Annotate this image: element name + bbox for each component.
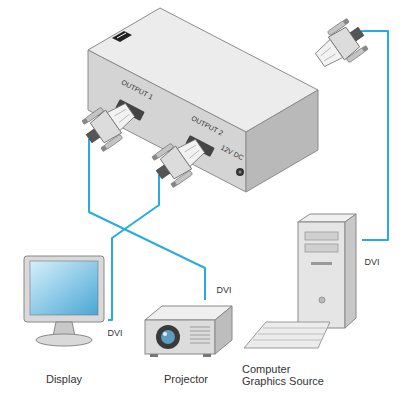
projector (190, 339, 210, 340)
computer (305, 232, 338, 240)
device-label: Projector (130, 373, 242, 386)
projector (215, 306, 232, 354)
projector (161, 330, 175, 344)
power-jack (239, 171, 242, 174)
dvi-plug (148, 130, 211, 190)
projector (190, 327, 210, 328)
projector (163, 332, 167, 336)
signal-label: DVI (105, 328, 124, 339)
computer (253, 328, 326, 340)
dvi-cable (158, 175, 160, 195)
computer (258, 334, 324, 335)
dvi-plug (309, 16, 372, 76)
signal-label: DVI (362, 257, 381, 268)
projector (150, 354, 158, 357)
power-jack (236, 168, 244, 176)
computer (253, 340, 322, 341)
display-monitor (24, 256, 104, 322)
distribution-amplifier (246, 90, 318, 192)
splitter-device: OUTPUT 1 OUTPUT 2 12V DC (60, 5, 365, 195)
computer (244, 322, 330, 348)
dvi-plug (78, 94, 141, 154)
projector (190, 327, 210, 343)
signal-label: DVI (214, 285, 233, 296)
display-monitor (24, 256, 104, 346)
projector (190, 331, 210, 332)
projector (190, 335, 210, 336)
projector (156, 325, 180, 349)
computer (311, 262, 332, 265)
projector (145, 306, 232, 357)
brand-logo (112, 31, 132, 42)
projector-node: Projector (130, 300, 242, 390)
projector (145, 320, 215, 354)
computer (263, 328, 326, 329)
projector (203, 354, 211, 357)
distribution-amplifier (88, 8, 318, 192)
display-monitor (36, 334, 92, 346)
port-label: OUTPUT 1 (120, 78, 154, 101)
computer (244, 214, 356, 348)
display-monitor (30, 261, 98, 315)
display-node: Display (20, 252, 108, 390)
computer (319, 297, 325, 303)
port-label: 12V DC (219, 144, 244, 162)
computer (298, 222, 345, 328)
projector (190, 343, 210, 344)
dvi-cable (88, 139, 90, 195)
computer (305, 244, 338, 252)
dvi-cable (89, 195, 205, 300)
computer (345, 214, 356, 328)
dvi-cable (362, 31, 388, 240)
port-label: OUTPUT 2 (190, 114, 224, 137)
device-label: Display (20, 373, 108, 386)
device-label: Computer Graphics Source (242, 363, 332, 388)
dvi-cable (108, 195, 159, 320)
brand-logo (117, 33, 126, 38)
computer-node: Computer Graphics Source (236, 208, 362, 396)
